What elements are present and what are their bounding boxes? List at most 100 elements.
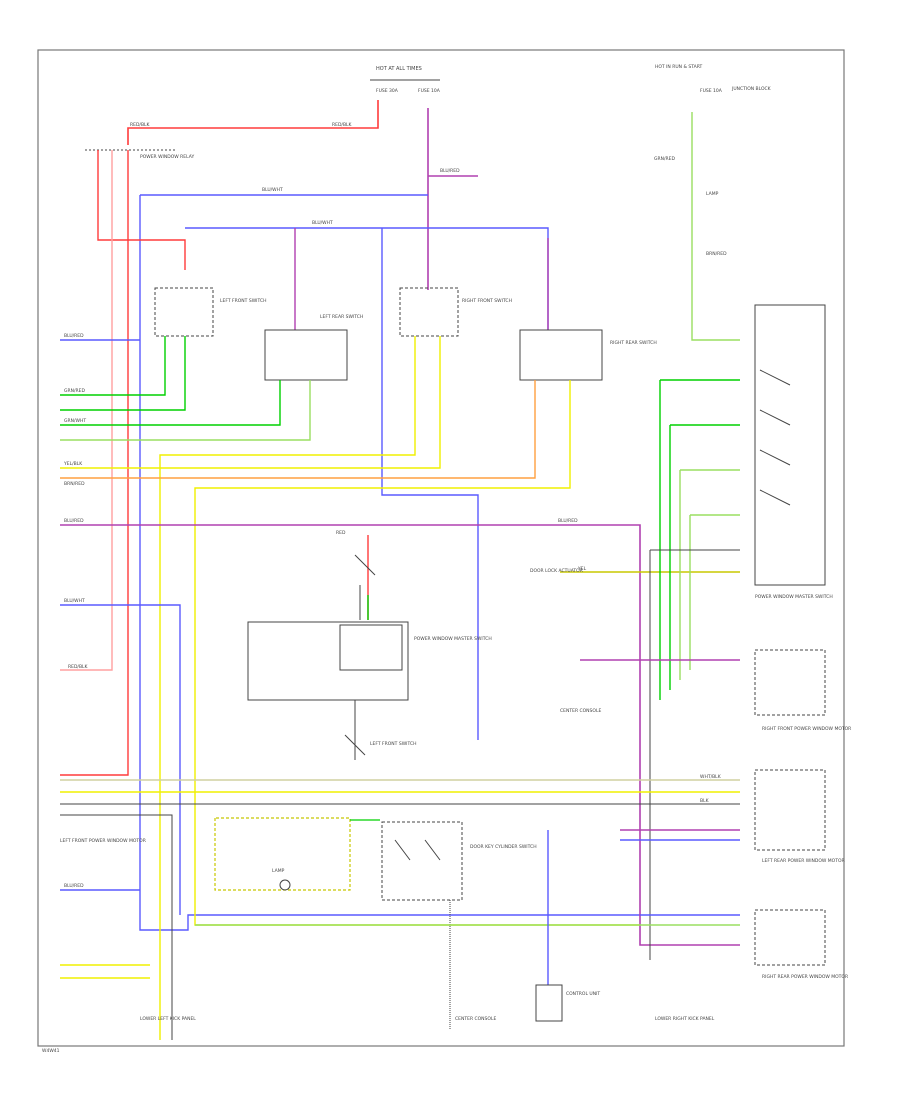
wire-blue-second-bus	[185, 227, 549, 330]
wire-yellow-rr-2	[194, 380, 640, 926]
master-top-switch	[354, 554, 376, 620]
label-wire-yel-blk-1: YEL/BLK	[63, 461, 83, 467]
wire-black-bank-5	[649, 549, 740, 960]
label-wire-brn-right: BRN/RED	[706, 251, 727, 257]
label-lamp: LAMP	[272, 868, 285, 874]
label-ground-right: LOWER RIGHT KICK PANEL	[655, 1016, 715, 1022]
right-switch-bank: POWER WINDOW MASTER SWITCH	[754, 304, 833, 600]
right-rear-switch: RIGHT REAR SWITCH	[519, 329, 657, 381]
label-wire-grn-right-1: GRN/RED	[654, 156, 675, 162]
label-door-lock-actuator: DOOR LOCK ACTUATOR	[530, 568, 583, 574]
label-wire-blu-red-branch: BLU/RED	[440, 168, 460, 174]
label-ground-left: LOWER LEFT KICK PANEL	[140, 1016, 196, 1022]
label-left-front-switch: LEFT FRONT SWITCH	[220, 298, 267, 304]
label-key-cylinder: DOOR KEY CYLINDER SWITCH	[470, 844, 537, 850]
wire-purple-wide	[60, 524, 740, 946]
control-unit-box	[535, 984, 563, 1022]
right-top-feed: HOT IN RUN & START JUNCTION BLOCK FUSE 1…	[654, 64, 772, 341]
wire-orange-rr-1	[60, 380, 536, 479]
wire-yellow-bottom-left	[60, 964, 150, 979]
right-front-motor: CENTER CONSOLE RIGHT FRONT POWER WINDOW …	[560, 649, 851, 732]
wire-green-lr-2	[60, 380, 311, 441]
label-ground-center: CENTER CONSOLE	[560, 708, 601, 714]
lamp-circuit: LAMP	[214, 817, 380, 891]
label-left-rear-motor: LEFT REAR POWER WINDOW MOTOR	[762, 858, 845, 864]
label-wire-blu-red-bottom: BLU/RED	[64, 883, 84, 889]
label-left-front-motor: LEFT FRONT POWER WINDOW MOTOR	[60, 838, 146, 844]
master-bottom-switch	[344, 700, 366, 760]
right-rear-motor: RIGHT REAR POWER WINDOW MOTOR	[754, 909, 848, 980]
right-front-switch: RIGHT FRONT SWITCH	[399, 287, 512, 337]
master-switch-box	[247, 621, 409, 701]
left-rear-motor: LEFT REAR POWER WINDOW MOTOR	[754, 769, 845, 864]
right-front-motor-box	[754, 649, 826, 716]
right-switch-bank-box	[754, 304, 826, 586]
wire-green-right-feed	[691, 112, 740, 341]
wire-green-bank-1	[659, 379, 740, 700]
label-fuse-10a-right: FUSE 10A	[700, 88, 723, 94]
wire-blue-left-mid	[60, 604, 181, 915]
label-junction: JUNCTION BLOCK	[731, 86, 772, 92]
label-wire-wht-blk-bus: WHT/BLK	[700, 774, 722, 780]
label-right-front-switch: RIGHT FRONT SWITCH	[462, 298, 512, 304]
right-rear-switch-box	[519, 329, 603, 381]
wire-green-lf-1	[60, 336, 166, 396]
label-right-switch-bank: POWER WINDOW MASTER SWITCH	[755, 594, 833, 600]
label-lamp-right: LAMP	[706, 191, 719, 197]
label-wire-blu-red-left: BLU/RED	[64, 333, 84, 339]
label-wire-blu-red-wide2: BLU/RED	[558, 518, 578, 524]
wire-green-bank-4	[689, 514, 740, 670]
wire-red-main-feed	[127, 100, 379, 145]
label-wire-yel-lock: YEL	[577, 566, 587, 572]
label-hot-at-all-times: HOT AT ALL TIMES	[376, 66, 422, 72]
wire-green-bank-2	[669, 424, 740, 690]
label-fuse-10a: FUSE 10A	[418, 88, 441, 94]
label-left-front-switch-bottom: LEFT FRONT SWITCH	[370, 741, 417, 747]
footer-code: W4W41	[42, 1048, 60, 1054]
label-right-rear-motor: RIGHT REAR POWER WINDOW MOTOR	[762, 974, 848, 980]
right-switch-contacts	[759, 369, 791, 506]
wire-yellow-rf-1	[159, 336, 416, 1040]
label-power-window-relay: POWER WINDOW RELAY	[140, 154, 194, 160]
label-wire-blk-bus: BLK	[700, 798, 710, 804]
lamp-circuit-loop	[214, 817, 351, 891]
wire-black-bus-4	[60, 814, 173, 1040]
left-rear-switch: LEFT REAR SWITCH	[264, 314, 363, 381]
wire-green-bank-3	[679, 469, 740, 680]
label-ground-center-bottom: CENTER CONSOLE	[455, 1016, 496, 1022]
left-rear-motor-box	[754, 769, 826, 851]
diagram-border	[37, 49, 845, 1047]
label-wire-red-blk-top: RED/BLK	[332, 122, 353, 128]
fuse-block-top: HOT AT ALL TIMES FUSE 30A FUSE 10A	[370, 66, 441, 94]
label-wire-grn-wht-1: GRN/WHT	[64, 418, 86, 424]
label-control-unit: CONTROL UNIT	[566, 991, 600, 997]
label-wire-blu-wht-second: BLU/WHT	[312, 220, 333, 226]
wire-blue-center-down	[381, 228, 479, 740]
wire-green-lf-2	[60, 336, 186, 411]
wire-red-left-3	[60, 150, 129, 776]
label-wire-red-master: RED	[336, 530, 346, 536]
lamp-icon	[279, 879, 291, 891]
key-cylinder-box	[381, 821, 463, 901]
left-front-switch-box	[154, 287, 214, 337]
wire-yellow-rf-2	[60, 336, 441, 469]
label-hot-run-start: HOT IN RUN & START	[655, 64, 703, 70]
right-rear-motor-box	[754, 909, 826, 966]
control-unit: CONTROL UNIT	[535, 984, 600, 1022]
label-wire-brn-red: BRN/RED	[64, 481, 85, 487]
wire-blue-left-drop	[139, 195, 640, 931]
label-fuse-30a: FUSE 30A	[376, 88, 399, 94]
door-key-cylinder-switch: DOOR KEY CYLINDER SWITCH	[381, 821, 537, 1030]
label-right-rear-switch: RIGHT REAR SWITCH	[610, 340, 657, 346]
label-wire-red-blk-top2: RED/BLK	[130, 122, 151, 128]
label-wire-blu-wht-top: BLU/WHT	[262, 187, 283, 193]
left-rear-switch-box	[264, 329, 348, 381]
label-left-rear-switch: LEFT REAR SWITCH	[320, 314, 363, 320]
label-wire-red-blk-left: RED/BLK	[68, 664, 89, 670]
wire-red-left-1	[97, 150, 186, 270]
right-front-switch-box	[399, 287, 459, 337]
label-wire-blu-wht-mid: BLU/WHT	[64, 598, 85, 604]
wire-pink-left-2	[60, 150, 113, 671]
master-switch-inner	[339, 624, 403, 671]
